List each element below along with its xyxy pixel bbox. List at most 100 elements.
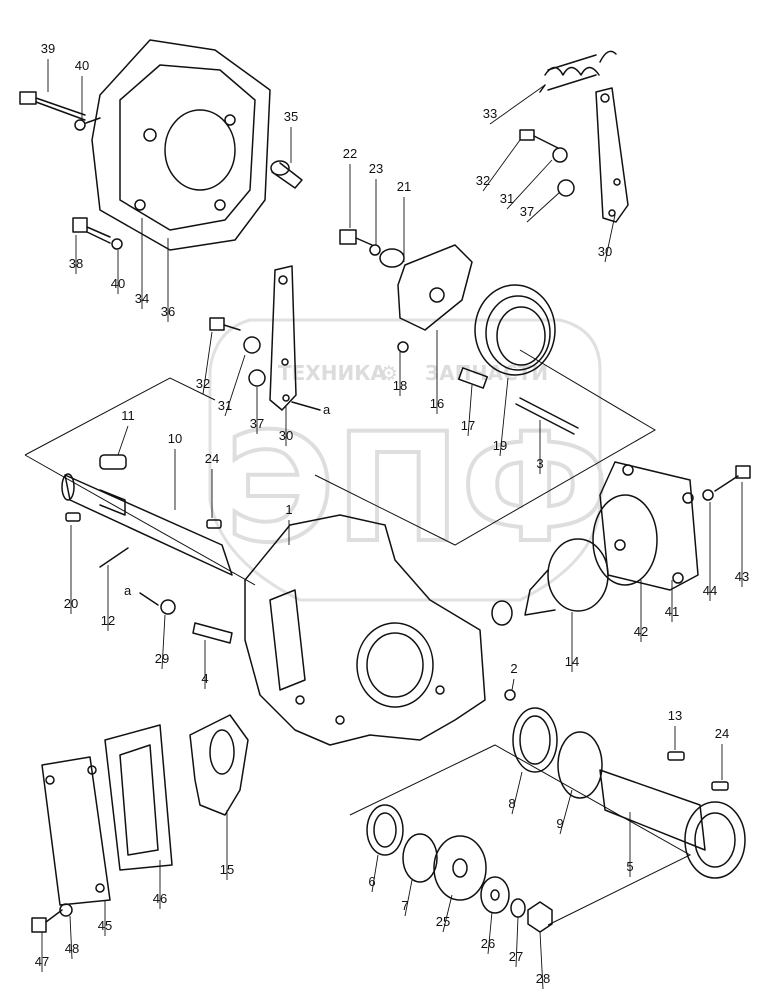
bolt-32-upper [519,129,559,149]
key-13 [667,751,685,761]
snap-ring-9 [557,731,603,799]
watermark-gear-icon: ⚙ [380,361,398,385]
bearing-8 [512,707,558,773]
pin-11 [99,454,127,470]
bolt-47 [31,909,63,933]
frame-upper-left-lower [24,454,256,586]
frame-lower [349,744,692,926]
washer-31-upper [552,147,568,163]
callout-label-40b: 40 [111,276,125,291]
key-24-lower [711,781,729,791]
washer-25 [433,835,487,901]
callout-label-46: 46 [153,891,167,906]
watermark: ТЕХНИКА ⚙ ЗАПЧАСТИ ЭПФ [208,318,611,602]
callout-label-20: 20 [64,596,78,611]
callout-label-27: 27 [509,949,523,964]
callout-label-37b: 37 [250,416,264,431]
callout-label-5: 5 [626,859,633,874]
callout-label-25: 25 [436,914,450,929]
piston-14 [491,538,609,626]
callout-leader-26 [487,911,493,955]
callout-label-3: 3 [536,456,543,471]
washer-40-top [74,119,86,131]
callout-leader-31b [224,354,246,417]
spring-33 [539,50,617,93]
callout-label-12: 12 [101,613,115,628]
callout-label-44: 44 [703,583,717,598]
link-29 [139,592,176,615]
lever-30-upper [595,87,629,223]
callout-label-17: 17 [461,418,475,433]
bolt-39 [19,91,86,121]
bolt-38 [72,217,111,244]
callout-label-15: 15 [220,862,234,877]
spring-19 [474,284,556,376]
frame-upper [24,377,216,456]
callout-label-24b: 24 [715,726,729,741]
pin-17 [457,367,489,389]
gasket-46 [104,724,173,871]
washer-31-middle [243,336,261,354]
washer-48 [59,903,73,917]
watermark-big-text: ЭПФ [225,402,609,576]
callout-label-10: 10 [168,431,182,446]
callout-label-38: 38 [69,256,83,271]
o-ring-42 [592,494,658,586]
callout-label-16: 16 [430,396,444,411]
bolt-22 [339,229,373,246]
callout-layer: 3940353840343633323137302223213231373018… [35,41,749,990]
callout-label-7: 7 [401,898,408,913]
callout-leader-30a [604,214,616,263]
bushing-37-upper [557,179,575,197]
callout-label-31a: 31 [500,191,514,206]
lever-30-middle [269,265,321,411]
callout-label-33: 33 [483,106,497,121]
rear-cover [85,39,271,251]
callout-leader-11 [117,425,129,456]
callout-label-6: 6 [368,874,375,889]
pin-18 [397,341,409,353]
callout-leader-19 [499,377,509,457]
callout-label-40a: 40 [75,58,89,73]
callout-label-23: 23 [369,161,383,176]
washer-44 [702,489,714,501]
washer-40-bottom [111,238,123,250]
callout-label-13: 13 [668,708,682,723]
snap-ring-7 [402,833,438,883]
callout-label-31b: 31 [218,398,232,413]
key-20 [65,512,81,522]
callout-label-36: 36 [161,304,175,319]
frame-upper-right [314,349,656,546]
nut-28 [527,901,553,933]
callout-leader-31a [506,159,553,210]
bolt-43 [714,465,751,492]
annotation-letter-upper: a [323,402,331,417]
callout-label-30b: 30 [279,428,293,443]
shaft-10 [61,473,233,576]
callout-label-29: 29 [155,651,169,666]
callout-label-37a: 37 [520,204,534,219]
callout-label-24a: 24 [205,451,219,466]
callout-leader-9 [559,789,573,835]
callout-leader-32a [482,139,521,192]
callout-label-21: 21 [397,179,411,194]
washer-26 [480,876,510,914]
callout-label-34: 34 [135,291,149,306]
callout-label-14: 14 [565,654,579,669]
lock-washer-27 [510,898,526,918]
housing-1 [244,514,486,746]
pin-3 [515,397,579,435]
pin-12 [99,547,129,568]
callout-label-47: 47 [35,954,49,969]
callout-leader-32b [202,331,213,395]
bolt-2 [504,689,516,701]
callout-label-41: 41 [665,604,679,619]
callout-label-32a: 32 [476,173,490,188]
cover-41 [599,461,699,591]
callout-label-26: 26 [481,936,495,951]
callout-label-1: 1 [285,502,292,517]
watermark-line-right: ЗАПЧАСТИ [425,361,548,385]
watermark-line-left: ТЕХНИКА [278,361,387,385]
callout-label-45: 45 [98,918,112,933]
